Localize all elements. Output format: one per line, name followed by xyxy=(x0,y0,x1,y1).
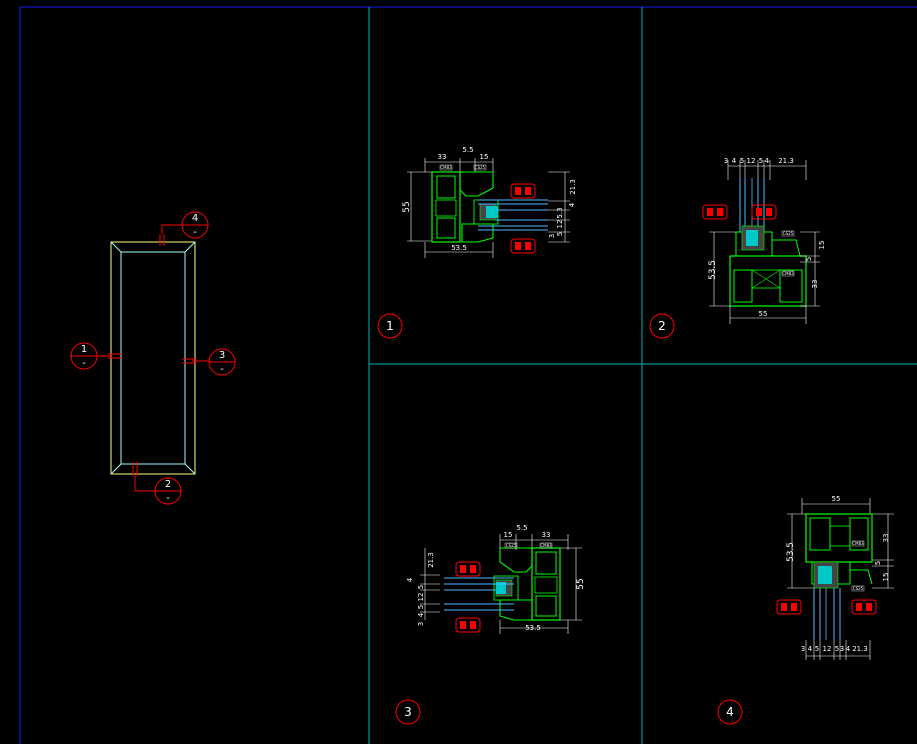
dim-label: 5 xyxy=(417,605,425,609)
dim-label: 21.3 xyxy=(427,552,435,568)
profile-tag: CM83 xyxy=(852,541,864,546)
profile-tag: CM83 xyxy=(782,271,794,276)
dim-label: 5 xyxy=(835,645,839,653)
dim-label: 4 xyxy=(846,645,851,653)
section-callout-4[interactable]: 4 - xyxy=(159,211,209,246)
section-callout-2[interactable]: 2 - xyxy=(132,462,182,505)
dim-label: 12 xyxy=(747,157,756,165)
dim-label: 5 xyxy=(815,645,819,653)
profile-tag: CS25 xyxy=(506,543,517,548)
drawing-border xyxy=(19,6,917,744)
dim-label: 5 xyxy=(759,157,763,165)
profile-tag: CS25 xyxy=(475,165,486,170)
dim-label: 33 xyxy=(542,531,551,539)
dim-label: 3 xyxy=(417,622,425,626)
dim-label: 5.3 xyxy=(556,207,564,218)
dim-label: 53.5 xyxy=(525,624,541,632)
dim-label: 5 xyxy=(874,561,882,565)
dim-label: 55 xyxy=(832,495,841,503)
dim-label: 33 xyxy=(882,534,890,543)
dim-label: 53.5 xyxy=(451,244,467,252)
section-detail-1: 33 5.5 15 55 53.5 21.3 4 5.3 12 5 3 xyxy=(377,146,577,339)
callout-sub: - xyxy=(166,493,170,504)
detail-number: 3 xyxy=(404,705,412,719)
dim-label: 4 xyxy=(406,577,414,582)
callout-sub: - xyxy=(193,227,197,238)
profile-tag: CS25 xyxy=(783,231,794,236)
section-detail-3: 5.5 15 33 55 53.5 3 4 5 12 5 4 21.3 xyxy=(395,524,586,725)
detail-label-3[interactable]: 3 xyxy=(395,699,421,725)
dim-label: 15 xyxy=(882,573,890,582)
dim-label: 21.3 xyxy=(852,645,868,653)
detail-label-2[interactable]: 2 xyxy=(649,313,675,339)
dim-label: 5 xyxy=(740,157,744,165)
dim-label: 15 xyxy=(480,153,489,161)
window-inner-frame xyxy=(120,251,186,465)
profile-tag: CM83 xyxy=(440,165,452,170)
dim-label: 21.3 xyxy=(569,179,577,195)
dim-label: 4 xyxy=(732,157,737,165)
dim-label: 55 xyxy=(759,310,768,318)
dim-label: 3 xyxy=(548,234,556,238)
dim-label: 12 xyxy=(556,220,564,229)
dim-label: 4 xyxy=(765,157,770,165)
dim-label: 15 xyxy=(504,531,513,539)
dim-label: 5.5 xyxy=(516,524,527,532)
detail-number: 4 xyxy=(726,705,734,719)
callout-sub: - xyxy=(220,364,224,375)
dim-label: 33 xyxy=(811,280,819,289)
callout-number: 1 xyxy=(81,344,87,355)
dim-label: 15 xyxy=(818,241,826,250)
profile-tag: CM83 xyxy=(540,543,552,548)
dim-label: 3 xyxy=(801,645,805,653)
dim-label: 55 xyxy=(402,201,412,212)
dim-label: 4 xyxy=(417,612,425,617)
dim-label: 5.5 xyxy=(462,146,473,154)
window-outer-frame xyxy=(110,241,196,475)
detail-label-4[interactable]: 4 xyxy=(717,699,743,725)
window-elevation: 4 - 1 - 3 - xyxy=(70,211,236,505)
dim-label: 4 xyxy=(808,645,813,653)
section-detail-2: 3 4 5 12 5 4 21.3 CS25 CM83 15 5 xyxy=(649,157,826,339)
dim-label: 55 xyxy=(576,578,586,589)
dim-label: 33 xyxy=(438,153,447,161)
callout-number: 3 xyxy=(219,350,225,361)
dim-label: 5 xyxy=(417,585,425,589)
dim-label: 3 xyxy=(724,157,728,165)
detail-number: 2 xyxy=(658,319,666,333)
callout-sub: - xyxy=(82,358,86,369)
dim-label: 5 xyxy=(556,232,564,236)
callout-number: 2 xyxy=(165,479,171,490)
section-detail-4: 55 53.5 33 5 15 CM83 CS25 xyxy=(717,495,894,725)
detail-number: 1 xyxy=(386,319,394,333)
dim-label: 3 xyxy=(840,645,844,653)
section-callout-1[interactable]: 1 - xyxy=(70,342,122,370)
section-callout-3[interactable]: 3 - xyxy=(182,348,236,376)
dim-label: 12 xyxy=(417,593,425,602)
dim-label: 53.5 xyxy=(786,542,796,562)
detail-label-1[interactable]: 1 xyxy=(377,313,403,339)
callout-number: 4 xyxy=(192,213,198,224)
dim-label: 4 xyxy=(568,202,576,207)
dim-label: 5 xyxy=(805,257,813,261)
dim-label: 12 xyxy=(823,645,832,653)
dim-label: 53.5 xyxy=(708,260,718,280)
dim-label: 21.3 xyxy=(778,157,794,165)
profile-tag: CS25 xyxy=(853,586,864,591)
